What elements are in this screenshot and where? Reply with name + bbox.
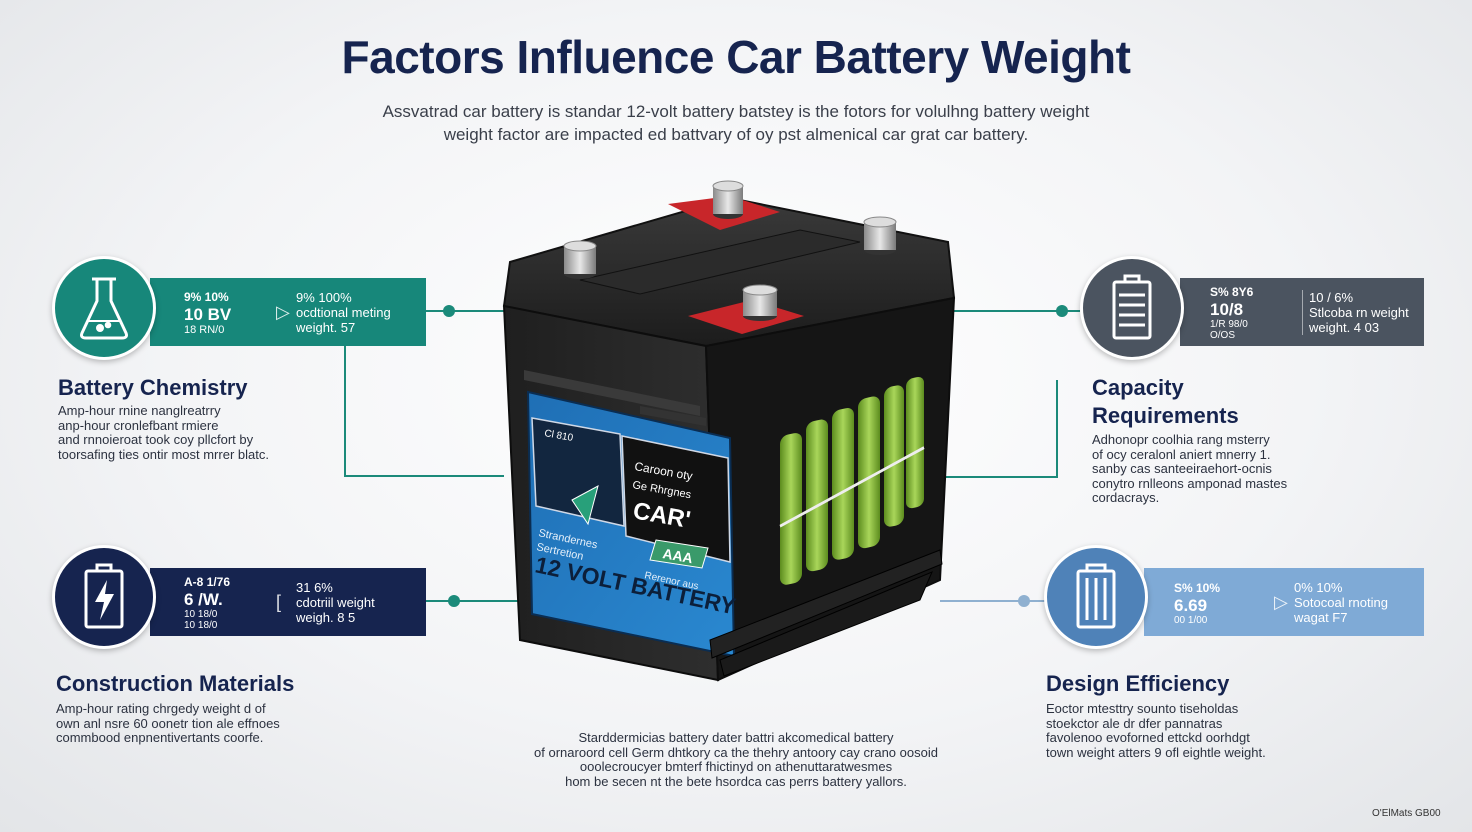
footnote: O'ElMats GB00 — [1372, 808, 1441, 819]
connector-chemistry — [426, 310, 510, 312]
chemistry-icon-circle — [52, 256, 156, 360]
connector-dot — [443, 305, 455, 317]
type-badge — [649, 539, 709, 569]
connector-capacity — [930, 310, 1080, 312]
battery-label-type: AAA — [661, 545, 694, 566]
subtitle-line: weight factor are impacted ed battvary o… — [443, 125, 1029, 144]
connector-construction — [426, 600, 536, 602]
battery-terminal — [712, 180, 744, 219]
banner-secondary-values: 10 / 6% Stlcoba rn weight weight. 4 03 — [1302, 289, 1409, 335]
banner-primary-values: A-8 1/76 6 /W. 10 18/0 10 18/0 — [184, 575, 231, 631]
bracket-icon: [ — [276, 591, 282, 612]
connector-design — [940, 600, 1050, 602]
design-icon-circle — [1044, 545, 1148, 649]
subtitle-line: Assvatrad car battery is standar 12-volt… — [382, 102, 1090, 121]
battery-label-mini: Cl 810 — [543, 428, 574, 444]
battery-level-icon — [1112, 274, 1152, 340]
capacity-icon-circle — [1080, 256, 1184, 360]
chemistry-description: Amp-hour rnine nanglreatrry anp-hour cro… — [58, 403, 269, 462]
flask-icon — [80, 277, 128, 340]
battery-cells — [779, 376, 925, 585]
construction-stat-banner: A-8 1/76 6 /W. 10 18/0 10 18/0 [ 31 6% c… — [150, 568, 426, 636]
chevron-right-icon: ▷ — [1274, 591, 1288, 612]
design-stat-banner: S% 10% 6.69 00 1/00 ▷ 0% 10% Sotocoal rn… — [1144, 568, 1424, 636]
battery-illustration: CAR' Caroon oty Ge Rhrgnes AAA Cl 810 St… — [502, 180, 956, 682]
connector-dot — [448, 595, 460, 607]
connector-chemistry-vertical — [344, 346, 346, 476]
construction-heading: Construction Materials — [56, 671, 295, 696]
chemistry-heading: Battery Chemistry — [58, 375, 248, 400]
connector-dot — [1056, 305, 1068, 317]
battery-outline-icon — [1076, 563, 1116, 629]
battery-terminal — [563, 240, 597, 279]
chevron-right-icon: ▷ — [276, 301, 290, 322]
banner-secondary-values: 0% 10% Sotocoal rnoting wagat F7 — [1294, 579, 1388, 625]
banner-secondary-values: 31 6% cdotriil weight weigh. 8 5 — [296, 579, 375, 625]
battery-summary: Starddermicias battery dater battri akco… — [534, 730, 938, 789]
battery-charge-icon — [84, 563, 124, 629]
battery-terminal — [863, 216, 897, 255]
construction-icon-circle — [52, 545, 156, 649]
banner-primary-values: 9% 10% 10 BV 18 RN/0 — [184, 290, 232, 336]
connector-capacity-vertical — [1056, 380, 1058, 478]
capacity-heading: Capacity Requirements — [1092, 375, 1239, 428]
banner-secondary-values: 9% 100% ocdtional meting weight. 57 — [296, 289, 391, 335]
page-title: Factors Influence Car Battery Weight — [341, 31, 1131, 83]
capacity-description: Adhonopr coolhia rang msterry of ocy cer… — [1092, 432, 1288, 505]
connector-dot — [1018, 595, 1030, 607]
banner-primary-values: S% 8Y6 10/8 1/R 98/0 O/OS — [1210, 285, 1254, 341]
connector-capacity-horizontal — [930, 476, 1058, 478]
chemistry-stat-banner: 9% 10% 10 BV 18 RN/0 ▷ 9% 100% ocdtional… — [150, 278, 426, 346]
connector-chemistry-horizontal — [344, 475, 504, 477]
page-subtitle: Assvatrad car battery is standar 12-volt… — [300, 100, 1172, 146]
design-heading: Design Efficiency — [1046, 671, 1230, 696]
capacity-stat-banner: S% 8Y6 10/8 1/R 98/0 O/OS 10 / 6% Stlcob… — [1180, 278, 1424, 346]
construction-description: Amp-hour rating chrgedy weight d of own … — [56, 701, 280, 745]
design-description: Eoctor mtesttry sounto tiseholdas stoekc… — [1046, 701, 1266, 760]
banner-primary-values: S% 10% 6.69 00 1/00 — [1174, 580, 1221, 626]
battery-terminal — [742, 284, 778, 321]
